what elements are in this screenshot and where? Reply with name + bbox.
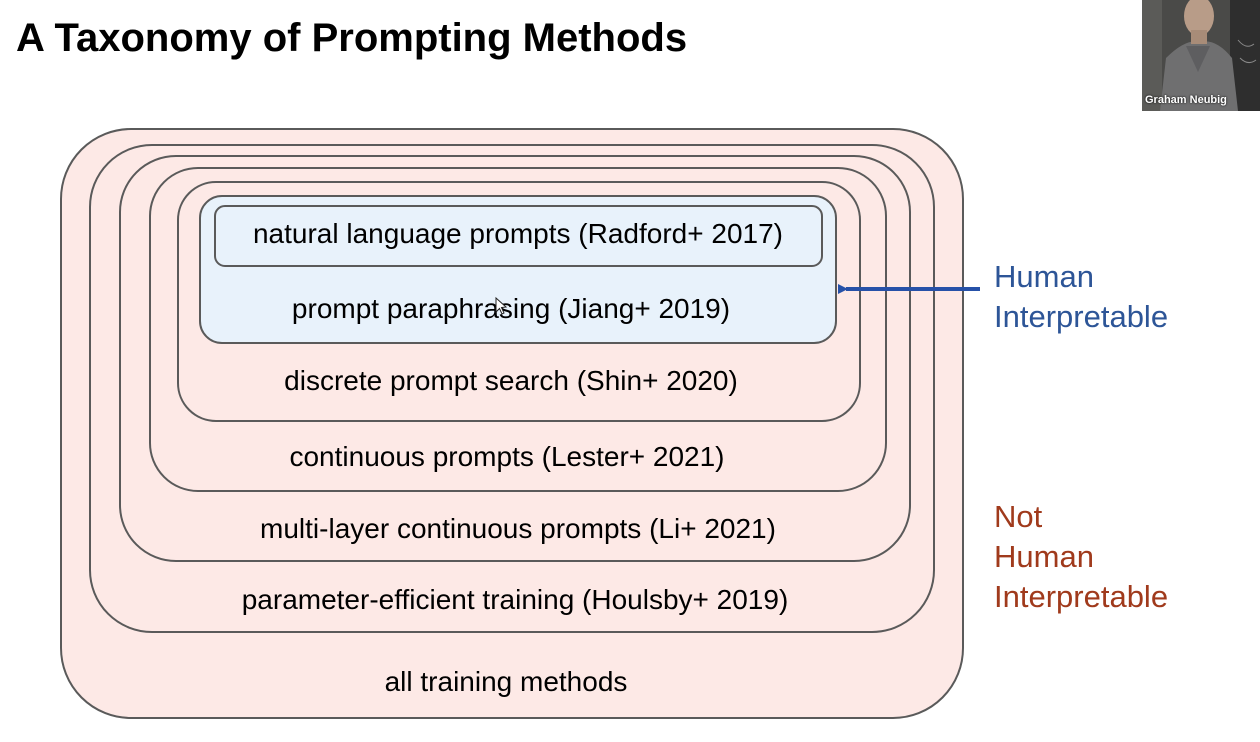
human-interpretable-label: Human Interpretable <box>994 257 1168 337</box>
label-discrete-prompt-search: discrete prompt search (Shin+ 2020) <box>284 365 738 396</box>
webcam-name-label: Graham Neubig <box>1145 94 1227 106</box>
label-all-training-methods: all training methods <box>385 666 628 697</box>
label-prompt-paraphrasing: prompt paraphrasing (Jiang+ 2019) <box>292 293 730 324</box>
box-natural-language-prompts <box>214 205 823 267</box>
label-natural-language-prompts: natural language prompts (Radford+ 2017) <box>253 218 783 249</box>
label-parameter-efficient-training: parameter-efficient training (Houlsby+ 2… <box>242 584 789 615</box>
not-human-interpretable-label: Not Human Interpretable <box>994 497 1168 617</box>
not-human-interpretable-line-3: Interpretable <box>994 579 1169 614</box>
human-interpretable-line-2: Interpretable <box>994 299 1169 334</box>
label-continuous-prompts: continuous prompts (Lester+ 2021) <box>289 441 724 472</box>
not-human-interpretable-line-1: Not <box>994 499 1043 534</box>
not-human-interpretable-line-2: Human <box>994 539 1094 574</box>
label-multi-layer-continuous-prompts: multi-layer continuous prompts (Li+ 2021… <box>260 513 776 544</box>
human-interpretable-line-1: Human <box>994 259 1094 294</box>
mouse-cursor-icon <box>495 296 508 315</box>
slide-title: A Taxonomy of Prompting Methods <box>16 16 688 60</box>
webcam-video: Graham Neubig <box>1142 0 1260 111</box>
webcam-scene <box>1142 0 1260 111</box>
